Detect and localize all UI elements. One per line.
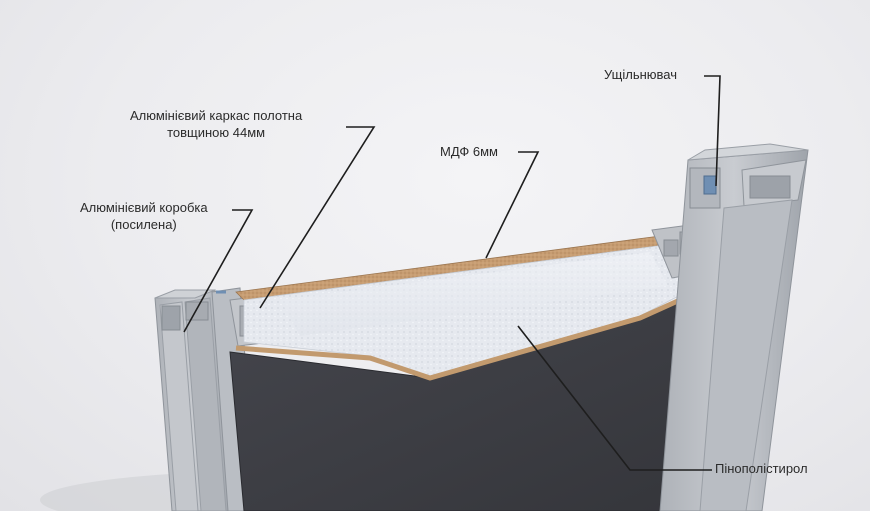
leader-mdf <box>485 151 540 259</box>
leader-seal <box>704 75 721 187</box>
seal-strip-right <box>703 175 717 195</box>
leader-frame <box>259 126 376 309</box>
leader-box <box>183 209 254 333</box>
label-aluminum-box-line1: Алюмінієвий коробка <box>80 200 208 215</box>
aluminum-box-profile <box>154 289 233 511</box>
label-aluminum-box-line2: (посилена) <box>110 217 177 232</box>
label-seal: Ущільнювач <box>604 67 678 82</box>
label-aluminum-box: Алюмінієвий коробка (посилена) <box>80 199 208 233</box>
leader-foam <box>517 325 712 471</box>
label-foam: Пінополістирол <box>715 461 808 476</box>
aluminum-box-profile-right <box>659 143 809 511</box>
foam-top-face <box>280 252 668 336</box>
label-leaf-frame: Алюмінієвий каркас полотна товщиною 44мм <box>130 107 302 141</box>
label-leaf-frame-line2: товщиною 44мм <box>167 125 266 140</box>
mdf-bottom-layer <box>235 269 744 381</box>
label-mdf: МДФ 6мм <box>440 144 498 159</box>
label-leaf-frame-line1: Алюмінієвий каркас полотна <box>130 108 303 123</box>
leader-lines <box>183 75 721 471</box>
